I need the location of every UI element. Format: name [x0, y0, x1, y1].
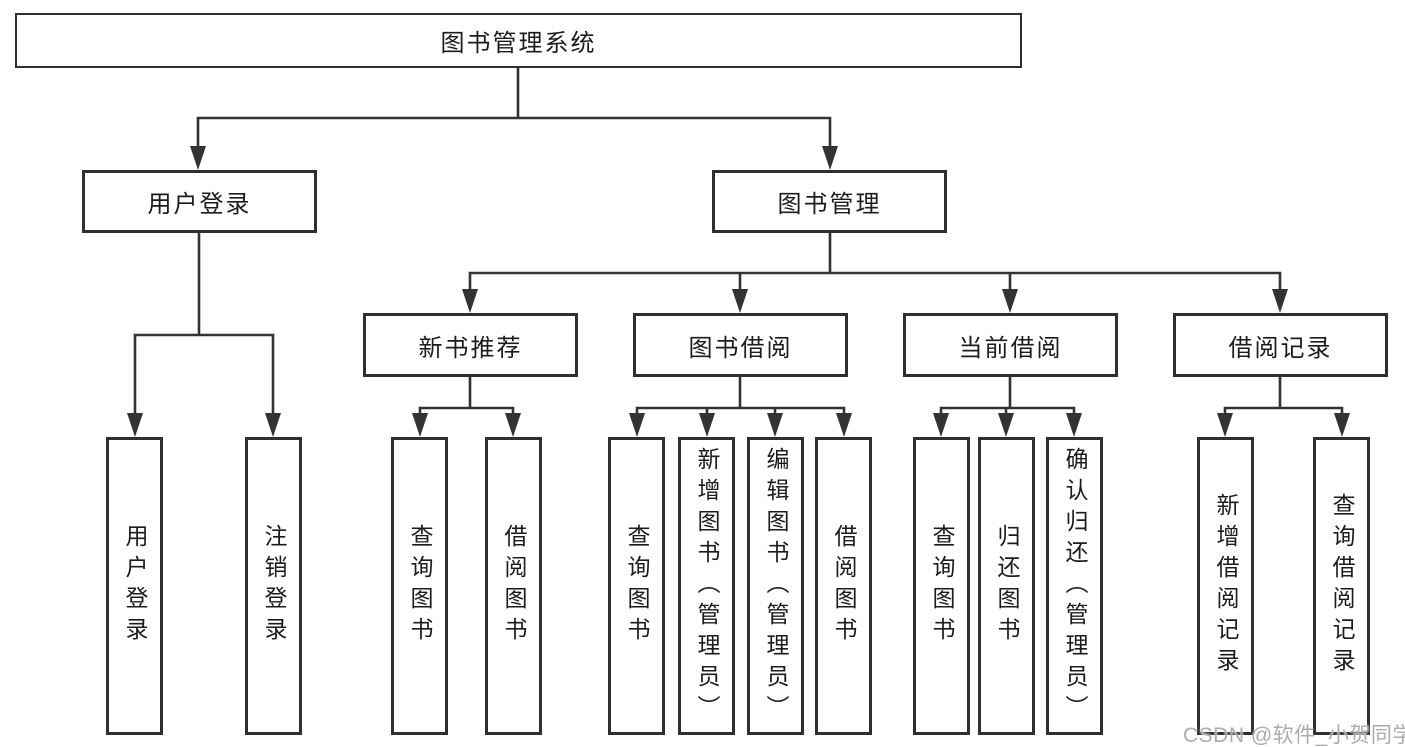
connector-borrow-records-split — [1223, 375, 1344, 419]
node-new-book-recommend: 新书推荐 — [363, 313, 578, 377]
connector-new-books-split — [418, 375, 515, 419]
connector-book-borrow-split — [635, 375, 846, 419]
connector-current-borrow-split — [939, 375, 1076, 419]
leaf-query-borrow-record-label: 查询借阅记录 — [1329, 493, 1355, 679]
node-user-login-label: 用户登录 — [147, 191, 252, 218]
node-book-management-label: 图书管理 — [777, 191, 882, 218]
leaf-add-books-admin: 新增图书（管理员） — [678, 437, 735, 735]
node-current-borrowing: 当前借阅 — [903, 313, 1118, 377]
leaf-query-books-recommend: 查询图书 — [391, 437, 448, 735]
leaf-user-login: 用户登录 — [106, 437, 163, 735]
node-book-borrowing: 图书借阅 — [633, 313, 848, 377]
leaf-edit-books-admin-label: 编辑图书（管理员） — [763, 446, 789, 726]
node-borrow-records: 借阅记录 — [1173, 313, 1388, 377]
node-book-management: 图书管理 — [712, 170, 947, 233]
node-root-label: 图书管理系统 — [440, 30, 597, 57]
connector-book-management-split — [468, 231, 1282, 295]
leaf-add-borrow-record-label: 新增借阅记录 — [1213, 493, 1239, 679]
leaf-logout: 注销登录 — [245, 437, 302, 735]
leaf-query-books-borrowing-label: 查询图书 — [624, 524, 650, 648]
leaf-query-books-borrowing: 查询图书 — [608, 437, 665, 735]
node-root-system: 图书管理系统 — [15, 13, 1022, 68]
leaf-borrow-books-recommend-label: 借阅图书 — [501, 524, 527, 648]
node-new-book-recommend-label: 新书推荐 — [418, 334, 523, 362]
leaf-query-borrow-record: 查询借阅记录 — [1313, 437, 1370, 735]
leaf-query-books-current: 查询图书 — [913, 437, 970, 735]
leaf-return-books-label: 归还图书 — [994, 524, 1020, 648]
leaf-confirm-return-admin: 确认归还（管理员） — [1046, 437, 1103, 735]
connector-user-login-split — [133, 231, 275, 419]
leaf-edit-books-admin: 编辑图书（管理员） — [747, 437, 804, 735]
leaf-borrow-books-recommend: 借阅图书 — [485, 437, 542, 735]
connector-root-to-level2 — [196, 66, 832, 152]
leaf-borrow-books-borrowing: 借阅图书 — [815, 437, 872, 735]
leaf-confirm-return-admin-label: 确认归还（管理员） — [1062, 446, 1088, 726]
leaf-add-borrow-record: 新增借阅记录 — [1197, 437, 1254, 735]
node-user-login: 用户登录 — [82, 170, 317, 233]
leaf-query-books-current-label: 查询图书 — [929, 524, 955, 648]
leaf-add-books-admin-label: 新增图书（管理员） — [694, 446, 720, 726]
arrow-heads — [127, 146, 1350, 437]
node-current-borrowing-label: 当前借阅 — [958, 334, 1063, 362]
leaf-query-books-recommend-label: 查询图书 — [407, 524, 433, 648]
node-book-borrowing-label: 图书借阅 — [688, 334, 793, 362]
leaf-return-books: 归还图书 — [978, 437, 1035, 735]
node-borrow-records-label: 借阅记录 — [1228, 334, 1333, 362]
leaf-logout-label: 注销登录 — [261, 524, 287, 648]
leaf-borrow-books-borrowing-label: 借阅图书 — [831, 524, 857, 648]
leaf-user-login-label: 用户登录 — [122, 524, 148, 648]
